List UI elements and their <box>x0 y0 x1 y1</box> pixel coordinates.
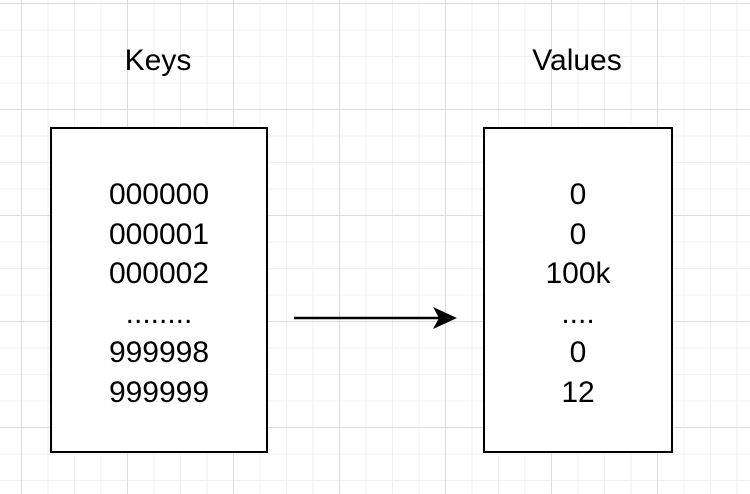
key-item: 000000 <box>108 178 210 211</box>
key-ellipsis: ........ <box>125 296 193 330</box>
key-item: 999999 <box>108 375 210 409</box>
key-item: 999998 <box>108 336 210 369</box>
arrow-head-icon <box>433 307 457 329</box>
value-ellipsis: .... <box>561 296 595 330</box>
values-list: 0 0 100k .... 0 12 <box>485 175 671 412</box>
value-item: 0 <box>569 336 587 369</box>
value-item: 0 <box>569 178 587 211</box>
keys-list: 000000 000001 000002 ........ 999998 999… <box>52 175 266 412</box>
key-item: 000001 <box>108 217 210 251</box>
value-item: 100k <box>545 257 611 290</box>
value-item: 12 <box>561 375 595 409</box>
keys-box: 000000 000001 000002 ........ 999998 999… <box>50 127 268 453</box>
values-heading: Values <box>532 44 622 77</box>
keys-heading: Keys <box>124 44 192 77</box>
mapping-arrow <box>294 307 457 329</box>
key-item: 000002 <box>108 257 210 290</box>
values-box: 0 0 100k .... 0 12 <box>483 127 673 453</box>
value-item: 0 <box>569 217 587 251</box>
